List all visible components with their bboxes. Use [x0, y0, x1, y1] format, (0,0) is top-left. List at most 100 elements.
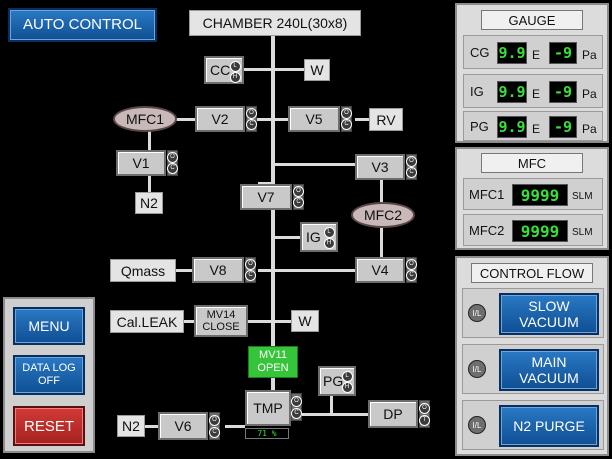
valve-v4[interactable]: V4 [355, 257, 405, 283]
mfc-title: MFC [481, 153, 583, 173]
menu-button[interactable]: MENU [13, 307, 85, 345]
cg-label: CG [470, 45, 490, 60]
tmp-status: 71 % [245, 428, 289, 439]
n2-purge-button[interactable]: N2 PURGE [499, 405, 599, 447]
cc-switch[interactable]: L H [229, 60, 241, 83]
gauge-title: GAUGE [481, 10, 583, 30]
left-button-panel: MENU DATA LOG OFF RESET [3, 297, 95, 453]
control-flow-row-2: I/L MAIN VACUUM [462, 344, 604, 394]
pg-label: PG [323, 373, 344, 389]
cc-l-button[interactable]: L [229, 61, 241, 72]
mfc-panel: MFC MFC1 9999 SLM MFC2 9999 SLM [455, 147, 609, 250]
interlock-icon-1[interactable]: I/L [468, 304, 486, 322]
data-log-button[interactable]: DATA LOG OFF [13, 355, 85, 395]
reset-button[interactable]: RESET [13, 406, 85, 446]
ig-l-button[interactable]: L [323, 227, 335, 238]
control-flow-row-3: I/L N2 PURGE [462, 400, 604, 450]
cg-e: E [532, 48, 541, 62]
v8-open-button[interactable]: O [245, 259, 256, 270]
v6-open-button[interactable]: O [209, 414, 220, 426]
dp-close-button[interactable]: T [419, 414, 430, 426]
valve-v2[interactable]: V2 [195, 106, 245, 132]
mfc2-node[interactable]: MFC2 [351, 202, 415, 228]
tmp-open-button[interactable]: O [291, 395, 302, 407]
cc-label: CC [210, 62, 231, 78]
gauge-panel: GAUGE CG 9.9 E -9 Pa IG 9.9 E -9 Pa PG 9… [455, 3, 609, 143]
pg-switch[interactable]: L H [341, 370, 353, 394]
tmp-pump[interactable]: TMP [245, 390, 291, 426]
interlock-icon-2[interactable]: I/L [468, 360, 486, 378]
v4-open-button[interactable]: O [406, 259, 417, 270]
v5-close-button[interactable]: C [341, 119, 352, 130]
main-vacuum-button[interactable]: MAIN VACUUM [499, 349, 599, 391]
cg-mantissa: 9.9 [497, 42, 527, 64]
chamber-label: CHAMBER 240L(30x8) [189, 10, 361, 36]
ig-gauge[interactable]: IG L H [300, 222, 338, 252]
pg-exponent: -9 [549, 116, 577, 138]
dp-label: DP [383, 406, 403, 422]
n2-node-bottom: N2 [117, 415, 145, 437]
mv11-label: MV11 OPEN [257, 349, 289, 374]
valve-v3[interactable]: V3 [355, 154, 405, 180]
v1-open-button[interactable]: O [167, 152, 178, 163]
slow-vacuum-button[interactable]: SLOW VACUUM [499, 293, 599, 335]
v6-label: V6 [174, 418, 192, 434]
tmp-close-button[interactable]: C [291, 407, 302, 419]
ig-h-button[interactable]: H [323, 238, 335, 249]
v6-close-button[interactable]: C [209, 426, 220, 438]
ig-mantissa: 9.9 [497, 81, 527, 103]
dp-pump[interactable]: DP [368, 400, 418, 428]
v5-label: V5 [305, 111, 323, 127]
v4-close-button[interactable]: C [406, 270, 417, 281]
control-flow-panel: CONTROL FLOW I/L SLOW VACUUM I/L MAIN VA… [455, 256, 609, 456]
v8-close-button[interactable]: C [245, 270, 256, 281]
v7-close-button[interactable]: C [293, 197, 304, 208]
ig-unit: Pa [582, 87, 597, 101]
v7-open-button[interactable]: O [293, 186, 304, 197]
valve-v1[interactable]: V1 [116, 150, 166, 176]
v2-open-button[interactable]: O [246, 108, 257, 119]
pg-e: E [532, 122, 541, 136]
v3-close-button[interactable]: C [406, 167, 417, 178]
gauge-row-cg: CG 9.9 E -9 Pa [463, 35, 603, 69]
ig-switch[interactable]: L H [323, 226, 335, 250]
v2-close-button[interactable]: C [246, 119, 257, 130]
cc-gauge[interactable]: CC L H [204, 56, 244, 84]
pg-h-button[interactable]: H [341, 382, 353, 393]
dp-open-button[interactable]: O [419, 402, 430, 414]
cal-leak-node: Cal.LEAK [110, 310, 184, 333]
pg-gauge[interactable]: PG L H [318, 366, 356, 396]
v1-close-button[interactable]: C [167, 163, 178, 174]
mfc2-row: MFC2 9999 SLM [463, 214, 603, 246]
mfc1-node[interactable]: MFC1 [113, 106, 177, 132]
interlock-icon-3[interactable]: I/L [468, 416, 486, 434]
cg-exponent: -9 [549, 42, 577, 64]
mfc1-row-label: MFC1 [469, 187, 505, 202]
auto-control-button[interactable]: AUTO CONTROL [8, 8, 157, 42]
pg-l-button[interactable]: L [341, 371, 353, 382]
valve-v7[interactable]: V7 [240, 184, 292, 210]
v3-open-button[interactable]: O [406, 156, 417, 167]
v1-label: V1 [132, 155, 150, 171]
valve-mv14[interactable]: MV14 CLOSE [194, 305, 248, 337]
valve-v6[interactable]: V6 [158, 412, 208, 440]
valve-v5[interactable]: V5 [288, 106, 340, 132]
mfc1-unit: SLM [572, 191, 593, 202]
v5-open-button[interactable]: O [341, 108, 352, 119]
mv14-label: MV14 CLOSE [202, 308, 240, 333]
mfc2-unit: SLM [572, 227, 593, 238]
valve-v8[interactable]: V8 [192, 257, 244, 283]
cc-h-button[interactable]: H [229, 72, 241, 83]
valve-mv11[interactable]: MV11 OPEN [248, 346, 298, 378]
control-flow-row-1: I/L SLOW VACUUM [462, 288, 604, 338]
